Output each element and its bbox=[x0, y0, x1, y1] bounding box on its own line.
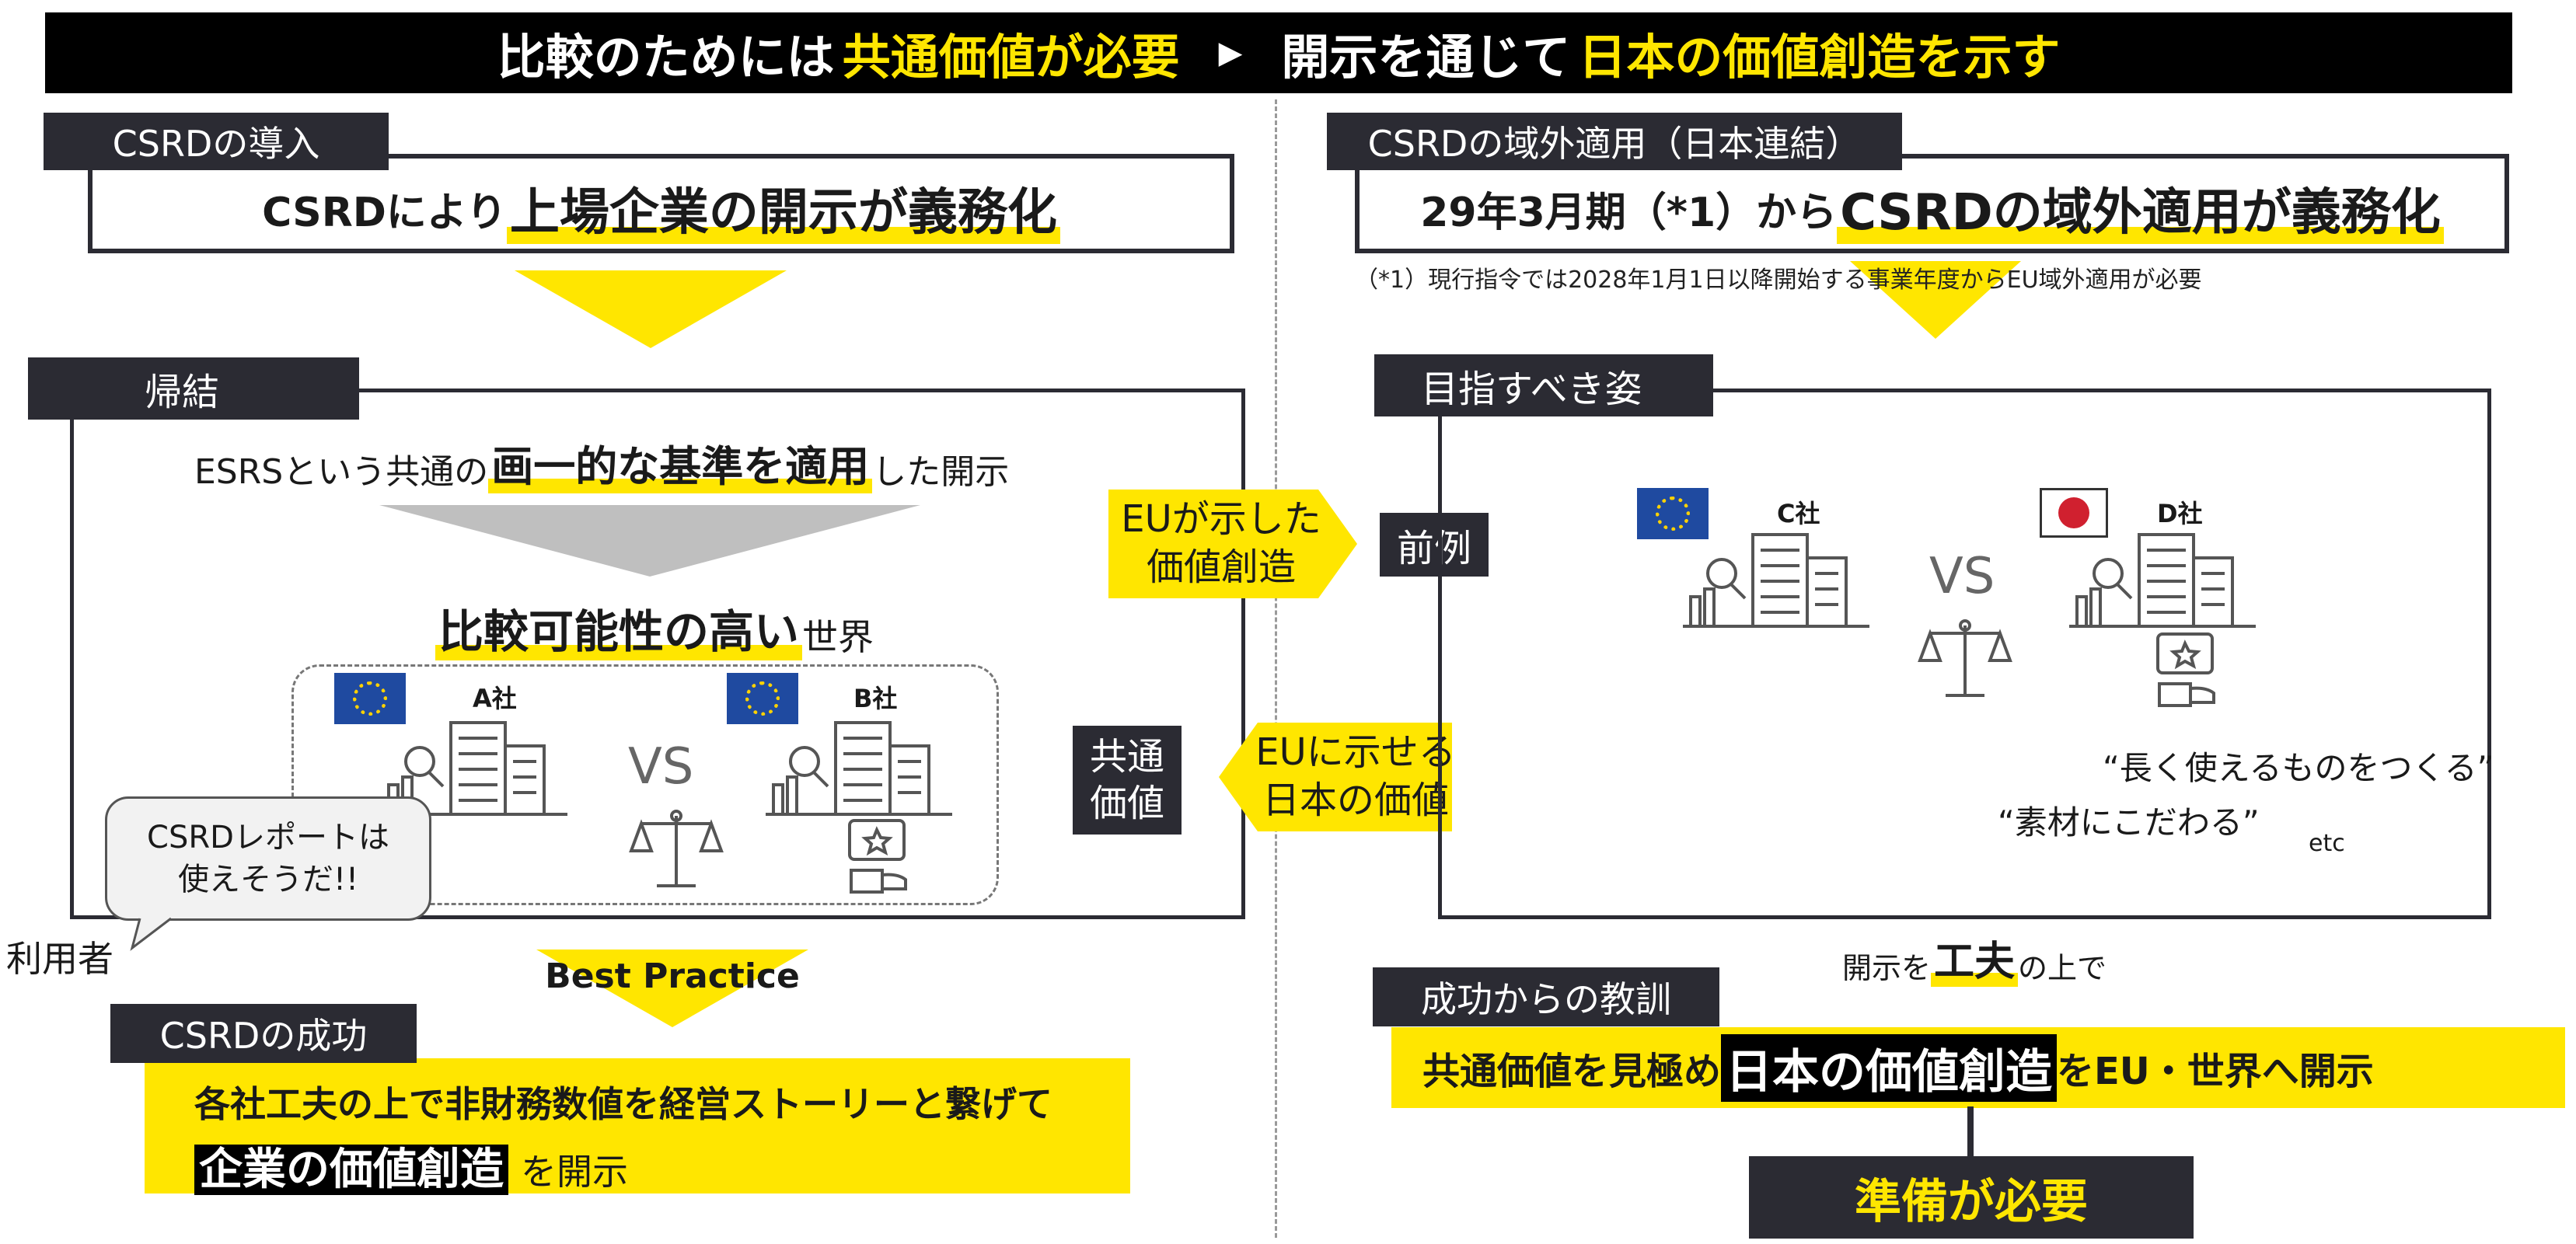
intro-highlight: 上場企業の開示が義務化 bbox=[506, 172, 1060, 244]
down-arrow-yellow-right bbox=[1850, 261, 2021, 339]
building-icon bbox=[1683, 533, 1869, 628]
eu-show-label: EUに示せる 日本の価値 bbox=[1251, 716, 1460, 836]
banner-part4: 日本の価値創造を示す bbox=[1578, 29, 2061, 85]
world-highlight: 比較可能性の高い bbox=[435, 595, 803, 660]
banner-part1: 比較のためには bbox=[497, 29, 835, 85]
company-b-label: B社 bbox=[853, 684, 898, 713]
arrow-right-yellow bbox=[1108, 490, 1357, 598]
vs-label-right: VS bbox=[1929, 548, 1995, 605]
banner-part2: 共通価値が必要 bbox=[842, 29, 1180, 85]
success-line1: 各社工夫の上で非財務数値を経営ストーリーと繋げて bbox=[194, 1083, 1052, 1125]
esrs-post: した開示 bbox=[872, 452, 1010, 492]
kaiji-post: の上で bbox=[2018, 951, 2107, 985]
quote-2: “素材にこだわる” bbox=[1998, 803, 2260, 842]
bubble-line1: CSRDレポートは bbox=[147, 820, 389, 855]
best-practice-arrow bbox=[536, 950, 808, 1027]
esrs-highlight: 画一的な基準を適用 bbox=[488, 432, 873, 493]
connector-line bbox=[1967, 1106, 1974, 1158]
success-line2: 企業の価値創造 を開示 bbox=[194, 1134, 1130, 1206]
apply-highlight: CSRDの域外適用が義務化 bbox=[1837, 172, 2444, 244]
apply-pre: 29年3月期（*1）から bbox=[1420, 189, 1838, 236]
intro-tag: CSRDの導入 bbox=[44, 113, 389, 170]
intro-box: CSRDにより 上場企業の開示が義務化 bbox=[88, 154, 1234, 253]
eu-show-line2: 日本の価値 bbox=[1262, 779, 1449, 822]
result-box bbox=[70, 389, 1245, 919]
goal-tag-label: 目指すべき姿 bbox=[1421, 368, 1642, 411]
apply-tag: CSRDの域外適用（日本連結） bbox=[1327, 113, 1902, 170]
scale-icon bbox=[1918, 619, 2012, 697]
user-speech-bubble: CSRDレポートは 使えそうだ!! bbox=[105, 796, 431, 921]
eu-value-label: EUが示した 価値創造 bbox=[1108, 483, 1334, 603]
footnote: （*1）現行指令では2028年1月1日以降開始する事業年度からEU域外適用が必要 bbox=[1355, 267, 2202, 294]
common-line1: 共通 bbox=[1089, 735, 1164, 779]
best-practice-label: Best Practice bbox=[545, 956, 800, 996]
lesson-tag-label: 成功からの教訓 bbox=[1421, 978, 1671, 1020]
comparison-area bbox=[291, 664, 999, 905]
user-label: 利用者 bbox=[6, 938, 113, 980]
lesson-pre: 共通価値を見極め bbox=[1422, 1050, 1722, 1093]
common-value-tag: 共通 価値 bbox=[1073, 726, 1182, 835]
arrow-left-yellow bbox=[1219, 723, 1452, 831]
japan-flag-icon bbox=[2040, 488, 2108, 538]
bubble-line2: 使えそうだ!! bbox=[177, 862, 359, 897]
company-a-label: A社 bbox=[473, 684, 517, 713]
precedent-tag: 前例 bbox=[1380, 513, 1489, 577]
eu-flag-icon bbox=[727, 673, 798, 724]
prep-label: 準備が必要 bbox=[1855, 1174, 2088, 1229]
goal-tag: 目指すべき姿 bbox=[1374, 354, 1713, 416]
building-icon bbox=[2069, 533, 2256, 628]
thumbs-up-icon bbox=[2156, 632, 2215, 707]
company-c-label: C社 bbox=[1777, 499, 1820, 528]
banner-part3: 開示を通じて bbox=[1281, 29, 1571, 85]
top-banner: 比較のためには 共通価値が必要 ▶ 開示を通じて 日本の価値創造を示す bbox=[45, 12, 2512, 93]
precedent-label: 前例 bbox=[1396, 527, 1471, 570]
esrs-line: ESRSという共通の 画一的な基準を適用 した開示 bbox=[194, 431, 1127, 493]
result-tag: 帰結 bbox=[28, 357, 359, 420]
success-tag: CSRDの成功 bbox=[110, 1004, 417, 1063]
banner-arrow: ▶ bbox=[1218, 35, 1243, 71]
company-d-label: D社 bbox=[2157, 499, 2203, 528]
quote-1: “長く使えるものをつくる” bbox=[2103, 749, 2494, 787]
world-post: 世界 bbox=[802, 616, 874, 658]
lesson-post: をEU・世界へ開示 bbox=[2057, 1050, 2374, 1093]
apply-tag-label: CSRDの域外適用（日本連結） bbox=[1367, 123, 1862, 165]
common-line2: 価値 bbox=[1089, 782, 1164, 825]
goal-box bbox=[1438, 389, 2491, 919]
prep-box: 準備が必要 bbox=[1749, 1156, 2194, 1239]
center-divider bbox=[1275, 99, 1277, 1238]
thumbs-up-icon bbox=[848, 819, 907, 894]
etc-label: etc bbox=[2309, 830, 2345, 857]
eu-flag-icon bbox=[334, 673, 406, 724]
success-highlight: 企業の価値創造 bbox=[194, 1144, 508, 1195]
kaiji-highlight: 工夫 bbox=[1931, 929, 2019, 987]
success-box: 各社工夫の上で非財務数値を経営ストーリーと繋げて 企業の価値創造 を開示 bbox=[145, 1058, 1130, 1195]
result-tag-label: 帰結 bbox=[145, 371, 220, 414]
kaiji-pre: 開示を bbox=[1842, 951, 1932, 985]
lesson-box: 共通価値を見極め 日本の価値創造 をEU・世界へ開示 bbox=[1391, 1027, 2565, 1108]
down-arrow-yellow bbox=[515, 270, 787, 348]
eu-flag-icon bbox=[1637, 488, 1709, 539]
world-line: 比較可能性の高い 世界 bbox=[435, 595, 1057, 660]
apply-box: 29年3月期（*1）から CSRDの域外適用が義務化 bbox=[1355, 154, 2509, 253]
esrs-pre: ESRSという共通の bbox=[194, 452, 489, 492]
intro-pre: CSRDにより bbox=[262, 189, 507, 236]
kaiji-line: 開示を 工夫 の上で bbox=[1842, 929, 2107, 987]
vs-label: VS bbox=[628, 738, 694, 796]
down-arrow-gray bbox=[379, 505, 920, 577]
building-icon bbox=[766, 721, 952, 816]
intro-tag-label: CSRDの導入 bbox=[112, 123, 320, 165]
bubble-tail bbox=[130, 917, 172, 951]
success-tag-label: CSRDの成功 bbox=[159, 1015, 368, 1057]
lesson-tag: 成功からの教訓 bbox=[1373, 967, 1719, 1026]
building-icon bbox=[381, 721, 567, 816]
scale-icon bbox=[629, 810, 724, 887]
lesson-highlight: 日本の価値創造 bbox=[1721, 1033, 2058, 1102]
eu-value-line1: EUが示した bbox=[1121, 497, 1321, 541]
eu-value-line2: 価値創造 bbox=[1146, 545, 1296, 589]
success-post: を開示 bbox=[521, 1150, 629, 1193]
eu-show-line1: EUに示せる bbox=[1255, 730, 1456, 774]
